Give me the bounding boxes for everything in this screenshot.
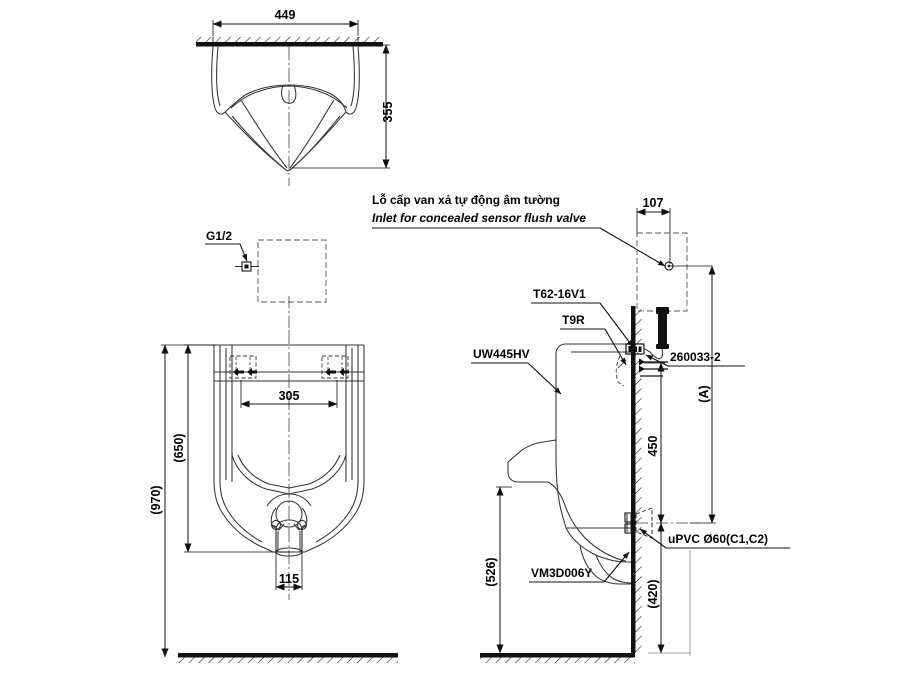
side-view-part-labels: T62-16V1 T9R UW445HV 260033-2 uPVC Ø60(C…	[471, 287, 790, 583]
dim-970: (970)	[149, 344, 216, 658]
label-t62-16v1: T62-16V1	[533, 287, 586, 301]
side-view-floor	[480, 653, 635, 664]
note-english: Inlet for concealed sensor flush valve	[372, 211, 586, 225]
dim-450-label: 450	[646, 436, 660, 457]
dim-526-label: (526)	[484, 557, 498, 586]
dim-115-label: 115	[279, 572, 299, 586]
label-uw445hv: UW445HV	[473, 347, 530, 361]
dim-355: 355	[292, 44, 395, 169]
front-view-floor	[178, 653, 398, 664]
top-view-urinal-outline	[211, 45, 360, 172]
dim-970-label: (970)	[149, 485, 163, 514]
dim-115: 115	[275, 528, 303, 591]
dim-305: 305	[240, 380, 338, 408]
dim-A-label: (A)	[697, 385, 711, 402]
dim-107-label: 107	[643, 196, 664, 210]
dim-650-label: (650)	[172, 433, 186, 462]
front-view-mounting-bracket-left	[229, 355, 257, 379]
note-vietnamese: Lỗ cấp van xả tự động âm tường	[372, 192, 560, 207]
callout-inlet-note: Lỗ cấp van xả tự động âm tường Inlet for…	[372, 192, 666, 267]
label-upvc: uPVC Ø60(C1,C2)	[668, 532, 768, 546]
dim-A: (A)	[690, 265, 716, 524]
dim-107: 107	[636, 196, 671, 264]
side-view-connector-260033	[644, 307, 669, 360]
front-view-mounting-bracket-right	[321, 355, 349, 379]
dim-305-label: 305	[279, 389, 300, 403]
dim-650: (650)	[172, 344, 290, 553]
top-view: 449	[196, 8, 395, 186]
front-view: 305 115 (650) (970)	[149, 330, 398, 664]
dim-420-label: (420)	[646, 579, 660, 608]
side-view-wall	[631, 306, 643, 653]
label-vm3d006y: VM3D006Y	[531, 566, 592, 580]
dim-450: 450	[644, 362, 665, 524]
top-view-wall	[196, 36, 383, 47]
g12-inlet-detail: G1/2	[205, 229, 327, 330]
side-view-urinal-outline	[507, 343, 632, 585]
side-view-inlet-box	[636, 232, 712, 312]
front-view-urinal-outline	[213, 344, 365, 553]
dim-526: (526)	[484, 486, 512, 654]
dim-420: (420)	[646, 522, 691, 656]
g12-fitting-icon	[235, 261, 259, 272]
dim-355-label: 355	[381, 102, 395, 123]
label-g12: G1/2	[206, 229, 232, 243]
label-t9r: T9R	[562, 313, 585, 327]
dim-449-label: 449	[275, 8, 296, 22]
side-view: 107	[471, 196, 790, 664]
label-260033-2: 260033-2	[670, 350, 721, 364]
dim-449: 449	[212, 8, 359, 45]
